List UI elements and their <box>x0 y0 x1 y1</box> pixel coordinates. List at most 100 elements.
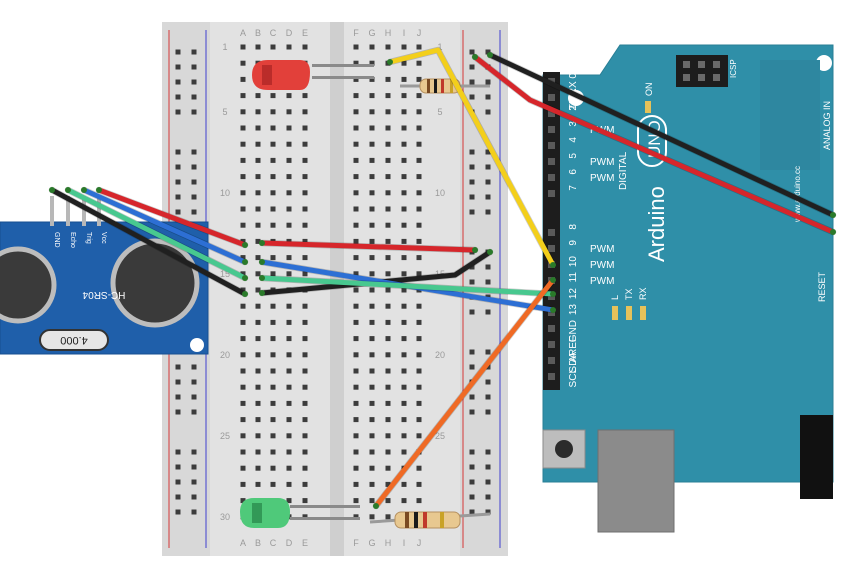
status-led <box>612 306 618 320</box>
breadboard-hole <box>302 222 308 228</box>
breadboard-hole <box>286 368 292 374</box>
red-led-inner <box>262 65 272 85</box>
breadboard-hole <box>240 44 246 50</box>
breadboard-hole <box>353 384 359 390</box>
resistor-top-band-3 <box>441 79 444 93</box>
breadboard-hole <box>385 368 391 374</box>
column-letter: E <box>302 538 308 548</box>
column-letter: F <box>353 28 359 38</box>
rail-hole <box>175 449 181 455</box>
wire-yellow-red-led <box>387 47 556 268</box>
rail-hole <box>191 409 197 415</box>
breadboard-hole <box>240 384 246 390</box>
column-letter: J <box>417 28 422 38</box>
breadboard-hole <box>416 352 422 358</box>
rail-hole <box>469 194 475 200</box>
breadboard-hole <box>270 465 276 471</box>
rail-hole <box>485 309 491 315</box>
breadboard-hole <box>401 384 407 390</box>
breadboard-hole <box>353 514 359 520</box>
breadboard-hole <box>255 400 261 406</box>
wire-green-echo-pin <box>259 275 556 297</box>
rail-hole <box>485 264 491 270</box>
breadboard-hole <box>240 60 246 66</box>
wire-end <box>259 275 265 281</box>
wire-end <box>259 240 265 246</box>
status-led-label: TX <box>624 288 634 300</box>
breadboard-hole <box>255 109 261 115</box>
rail-hole <box>485 409 491 415</box>
rail-hole <box>175 509 181 515</box>
rail-hole <box>191 449 197 455</box>
breadboard-hole <box>369 352 375 358</box>
breadboard-hole <box>270 157 276 163</box>
red-led <box>252 60 374 90</box>
breadboard-hole <box>385 433 391 439</box>
breadboard-hole <box>255 433 261 439</box>
breadboard-hole <box>302 125 308 131</box>
rail-hole <box>485 479 491 485</box>
breadboard-hole <box>369 449 375 455</box>
header-pin <box>548 357 555 364</box>
rail-hole <box>175 379 181 385</box>
sensor-transducer-right <box>110 238 200 328</box>
breadboard-hole <box>401 271 407 277</box>
red-led-leg-1 <box>312 64 374 67</box>
icsp-pin <box>713 61 720 68</box>
resistor-top-band-1 <box>427 79 430 93</box>
breadboard-hole <box>401 336 407 342</box>
rail-hole <box>485 164 491 170</box>
breadboard-hole <box>353 271 359 277</box>
pwm-label: PWM <box>590 244 614 255</box>
breadboard-hole <box>353 93 359 99</box>
pin-label: GND <box>568 320 579 342</box>
breadboard-hole <box>302 449 308 455</box>
pin-label: 8 <box>568 224 579 230</box>
wire-end <box>550 307 556 313</box>
icsp-pin <box>683 74 690 81</box>
row-number: 20 <box>435 350 445 360</box>
arduino-logo: Arduino UNO <box>637 115 669 262</box>
breadboard-hole <box>240 109 246 115</box>
icsp-pin <box>683 61 690 68</box>
green-led-leg-2 <box>290 517 360 520</box>
breadboard-hole <box>353 141 359 147</box>
rail-hole <box>191 94 197 100</box>
column-letter: C <box>270 538 277 548</box>
resistor-bottom-band-2 <box>414 512 418 528</box>
breadboard-hole <box>286 384 292 390</box>
breadboard-hole <box>302 271 308 277</box>
breadboard-hole <box>270 336 276 342</box>
on-label: ON <box>644 83 654 97</box>
breadboard-hole <box>353 190 359 196</box>
breadboard-hole <box>286 465 292 471</box>
column-letter: H <box>385 538 392 548</box>
sensor-model-label: HC-SR04 <box>82 289 125 300</box>
red-led-body <box>252 60 310 90</box>
breadboard-hole <box>401 352 407 358</box>
breadboard-hole <box>416 368 422 374</box>
wire-end <box>550 277 556 283</box>
breadboard-hole <box>369 157 375 163</box>
sensor-pin <box>82 196 86 226</box>
header-pin <box>548 190 555 197</box>
breadboard-hole <box>286 400 292 406</box>
breadboard-hole <box>302 109 308 115</box>
wire-end <box>242 291 248 297</box>
breadboard-hole <box>353 238 359 244</box>
rail-hole <box>175 109 181 115</box>
breadboard-hole <box>302 190 308 196</box>
wire-green-sensor-echo <box>65 187 248 281</box>
breadboard-hole <box>401 76 407 82</box>
breadboard-hole <box>255 125 261 131</box>
rail-hole <box>175 209 181 215</box>
reset-button[interactable] <box>542 429 586 469</box>
wire-end <box>49 187 55 193</box>
rail-hole <box>469 64 475 70</box>
breadboard-hole <box>270 141 276 147</box>
breadboard-hole <box>302 417 308 423</box>
breadboard-hole <box>240 174 246 180</box>
breadboard-hole <box>385 384 391 390</box>
breadboard-hole <box>270 44 276 50</box>
column-letter: G <box>368 28 375 38</box>
